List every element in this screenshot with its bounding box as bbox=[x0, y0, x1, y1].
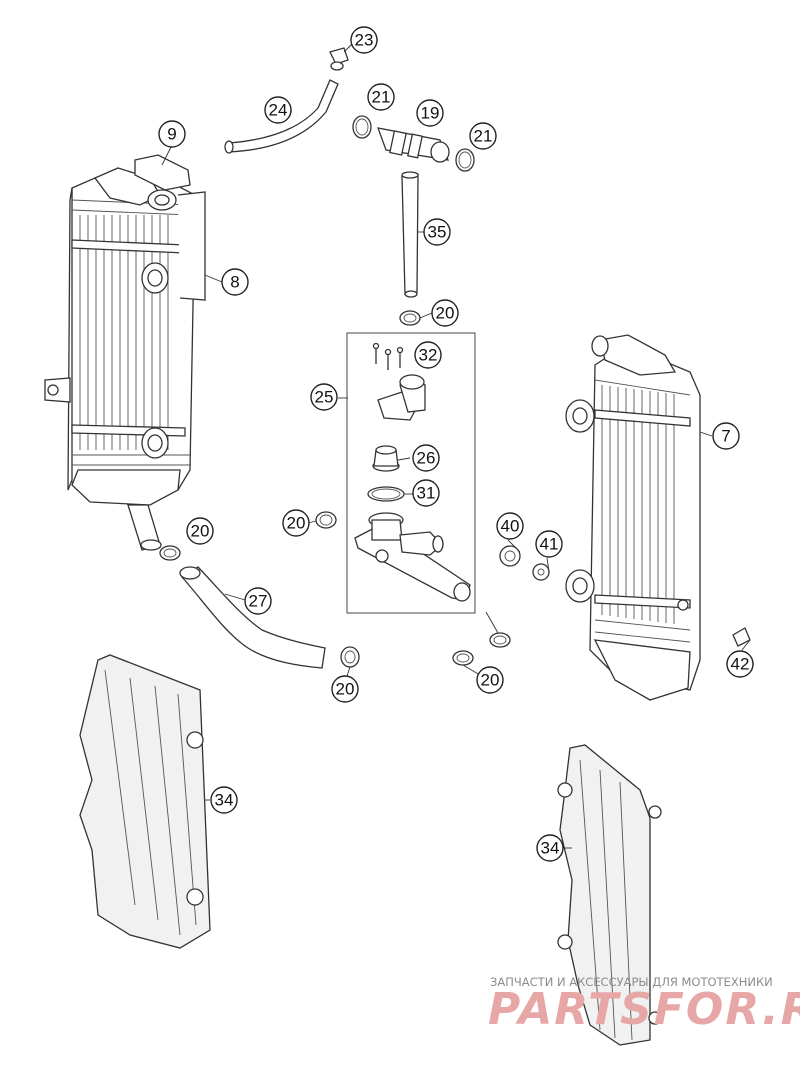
svg-text:34: 34 bbox=[541, 839, 560, 858]
plug-23[interactable] bbox=[329, 47, 349, 71]
callout-42[interactable]: 42 bbox=[726, 650, 754, 678]
callout-34-left[interactable]: 34 bbox=[210, 786, 238, 814]
radiator-guard-left[interactable] bbox=[79, 654, 211, 949]
callout-41[interactable]: 41 bbox=[535, 530, 563, 558]
svg-text:27: 27 bbox=[249, 592, 268, 611]
clamp-20-lower-a[interactable] bbox=[452, 650, 474, 666]
watermark-brand: PARTSFOR.RU bbox=[488, 984, 800, 1035]
clamp-20-left-upper[interactable] bbox=[159, 545, 181, 561]
callout-23[interactable]: 23 bbox=[350, 26, 378, 54]
svg-text:31: 31 bbox=[417, 484, 436, 503]
hose-27[interactable] bbox=[179, 566, 326, 669]
screws-32[interactable] bbox=[372, 342, 404, 371]
svg-text:41: 41 bbox=[540, 535, 559, 554]
hose-24[interactable] bbox=[224, 79, 339, 154]
callout-32[interactable]: 32 bbox=[414, 341, 442, 369]
svg-text:42: 42 bbox=[731, 655, 750, 674]
radiator-guard-right[interactable] bbox=[557, 744, 662, 1046]
leader-lines bbox=[161, 43, 751, 849]
thermostat-housing-cover[interactable] bbox=[377, 374, 426, 421]
clamp-21-left[interactable] bbox=[352, 115, 372, 139]
callout-24[interactable]: 24 bbox=[264, 96, 292, 124]
svg-text:35: 35 bbox=[428, 223, 447, 242]
svg-text:21: 21 bbox=[372, 88, 391, 107]
grommet-40[interactable] bbox=[499, 545, 521, 567]
svg-text:20: 20 bbox=[481, 671, 500, 690]
callout-40[interactable]: 40 bbox=[496, 512, 524, 540]
svg-text:21: 21 bbox=[474, 127, 493, 146]
pipe-35[interactable] bbox=[401, 171, 419, 298]
svg-text:20: 20 bbox=[287, 514, 306, 533]
callout-20-middle-left[interactable]: 20 bbox=[282, 509, 310, 537]
clamp-20-lower-right-of-hose[interactable] bbox=[340, 646, 360, 668]
thermostat-housing[interactable] bbox=[354, 512, 471, 602]
watermark: ЗАПЧАСТИ И АКСЕССУАРЫ ДЛЯ МОТОТЕХНИКИ PA… bbox=[488, 975, 800, 1035]
callout-21-left[interactable]: 21 bbox=[367, 83, 395, 111]
svg-text:19: 19 bbox=[421, 104, 440, 123]
thermostat-kit-frame bbox=[346, 332, 476, 614]
svg-text:32: 32 bbox=[419, 346, 438, 365]
svg-text:20: 20 bbox=[436, 304, 455, 323]
svg-text:24: 24 bbox=[269, 101, 288, 120]
callout-20-lower-right[interactable]: 20 bbox=[476, 666, 504, 694]
svg-text:8: 8 bbox=[230, 273, 239, 292]
watermark-caption: ЗАПЧАСТИ И АКСЕССУАРЫ ДЛЯ МОТОТЕХНИКИ bbox=[490, 975, 773, 989]
svg-text:26: 26 bbox=[417, 449, 436, 468]
svg-text:40: 40 bbox=[501, 517, 520, 536]
svg-text:20: 20 bbox=[191, 522, 210, 541]
thermostat-26[interactable] bbox=[372, 445, 400, 472]
svg-text:34: 34 bbox=[215, 791, 234, 810]
svg-text:20: 20 bbox=[336, 680, 355, 699]
clamp-20-middle-left[interactable] bbox=[315, 511, 337, 529]
left-radiator[interactable] bbox=[44, 167, 206, 551]
radiator-cap[interactable] bbox=[134, 154, 191, 211]
right-radiator[interactable] bbox=[565, 334, 701, 701]
callout-20-lower-hose[interactable]: 20 bbox=[331, 675, 359, 703]
washer-41[interactable] bbox=[532, 563, 550, 581]
clamp-20-lower-b[interactable] bbox=[489, 632, 511, 648]
callout-31[interactable]: 31 bbox=[412, 479, 440, 507]
svg-text:25: 25 bbox=[315, 388, 334, 407]
callout-8[interactable]: 8 bbox=[221, 268, 249, 296]
callout-20-left-upper[interactable]: 20 bbox=[186, 517, 214, 545]
callout-9[interactable]: 9 bbox=[158, 120, 186, 148]
svg-text:7: 7 bbox=[721, 427, 730, 446]
callout-20-top[interactable]: 20 bbox=[431, 299, 459, 327]
callout-35[interactable]: 35 bbox=[423, 218, 451, 246]
svg-text:9: 9 bbox=[167, 125, 176, 144]
callout-26[interactable]: 26 bbox=[412, 444, 440, 472]
callout-19[interactable]: 19 bbox=[416, 99, 444, 127]
callout-21-right[interactable]: 21 bbox=[469, 122, 497, 150]
clamp-21-right[interactable] bbox=[455, 148, 475, 172]
adapter-19[interactable] bbox=[376, 127, 450, 163]
callout-25[interactable]: 25 bbox=[310, 383, 338, 411]
clamp-20-top[interactable] bbox=[399, 310, 421, 326]
callout-34-right[interactable]: 34 bbox=[536, 834, 564, 862]
callout-27[interactable]: 27 bbox=[244, 587, 272, 615]
callout-7[interactable]: 7 bbox=[712, 422, 740, 450]
svg-text:23: 23 bbox=[355, 31, 374, 50]
oring-31[interactable] bbox=[367, 486, 405, 502]
